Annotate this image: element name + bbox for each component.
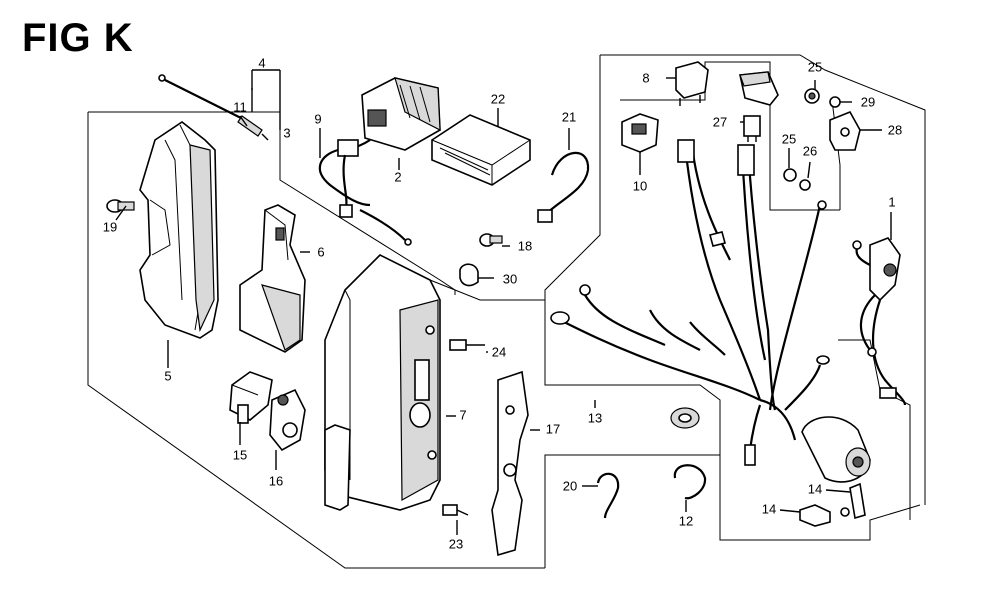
- module-22-part: [431, 114, 531, 186]
- screw-19-part: [106, 199, 135, 213]
- starter-solenoid-part: [801, 416, 871, 483]
- callout-numbers: 4 11 3 2 9 22 21 18 30 19 6 5 7 24 17 23…: [103, 55, 902, 551]
- clamp-12-part: [673, 464, 707, 500]
- callout-23: 23: [449, 536, 463, 551]
- switch-15-part: [229, 371, 273, 424]
- clamp-30-part: [459, 263, 479, 287]
- callout-16: 16: [269, 473, 283, 488]
- callout-17: 17: [546, 421, 560, 436]
- callout-3: 3: [283, 125, 290, 140]
- bracket-part: [239, 204, 306, 353]
- plate-17-part: [491, 370, 529, 557]
- callout-25-lower: 25: [782, 131, 796, 146]
- callout-30: 30: [503, 271, 517, 286]
- nut-25-lower-part: [783, 168, 797, 182]
- callout-27: 27: [713, 114, 727, 129]
- callout-13: 13: [588, 410, 602, 425]
- assembly-boundary-lines: [87, 54, 926, 569]
- callout-22: 22: [491, 91, 505, 106]
- terminal-14-part: [799, 482, 866, 527]
- callout-26: 26: [803, 143, 817, 158]
- clamp-20-part: [596, 472, 620, 519]
- callout-10: 10: [633, 178, 647, 193]
- callout-11: 11: [233, 99, 247, 114]
- control-box-housing-part: [324, 254, 441, 511]
- callout-24: 24: [492, 344, 506, 359]
- relay-8-part: [675, 61, 709, 106]
- callout-8: 8: [642, 70, 649, 85]
- callout-5: 5: [164, 368, 171, 383]
- connector-9-part: [318, 139, 412, 246]
- grommet-part: [670, 407, 700, 429]
- washer-29-part: [829, 96, 841, 108]
- callout-28: 28: [888, 122, 902, 137]
- clip-band-21-part: [537, 151, 590, 223]
- rectifier-part: [337, 77, 441, 152]
- callout-15: 15: [233, 447, 247, 462]
- bracket-28-part: [829, 110, 861, 151]
- callout-18: 18: [518, 238, 532, 253]
- sensor-1-part: [852, 237, 907, 406]
- callout-9: 9: [314, 111, 321, 126]
- callout-2: 2: [394, 169, 401, 184]
- leader-lines: [115, 69, 892, 535]
- bolt-26-part: [799, 179, 811, 191]
- callout-6: 6: [317, 244, 324, 259]
- breaker-16-part: [269, 388, 306, 452]
- cover-panel-part: [139, 121, 219, 339]
- connector-10-part: [621, 113, 659, 153]
- figure-title: FIG K: [22, 16, 134, 60]
- fuse-cover-part: [739, 71, 779, 106]
- callout-19: 19: [103, 219, 117, 234]
- callout-7: 7: [459, 407, 466, 422]
- callout-12: 12: [679, 513, 693, 528]
- bolt-23-part: [442, 504, 469, 516]
- bolt-18-part: [479, 233, 503, 247]
- callout-20: 20: [563, 478, 577, 493]
- callout-29: 29: [861, 94, 875, 109]
- nut-25-upper-part: [804, 88, 820, 104]
- callout-14-right: 14: [808, 481, 822, 496]
- callout-14-left: 14: [762, 501, 776, 516]
- callout-4: 4: [258, 55, 265, 70]
- wire-harness-13-part: [550, 139, 830, 466]
- callout-25-upper: 25: [808, 59, 822, 74]
- callout-1: 1: [888, 194, 895, 209]
- bolt-24-part: [449, 339, 485, 351]
- fuse-27-part: [743, 115, 761, 142]
- callout-21: 21: [562, 109, 576, 124]
